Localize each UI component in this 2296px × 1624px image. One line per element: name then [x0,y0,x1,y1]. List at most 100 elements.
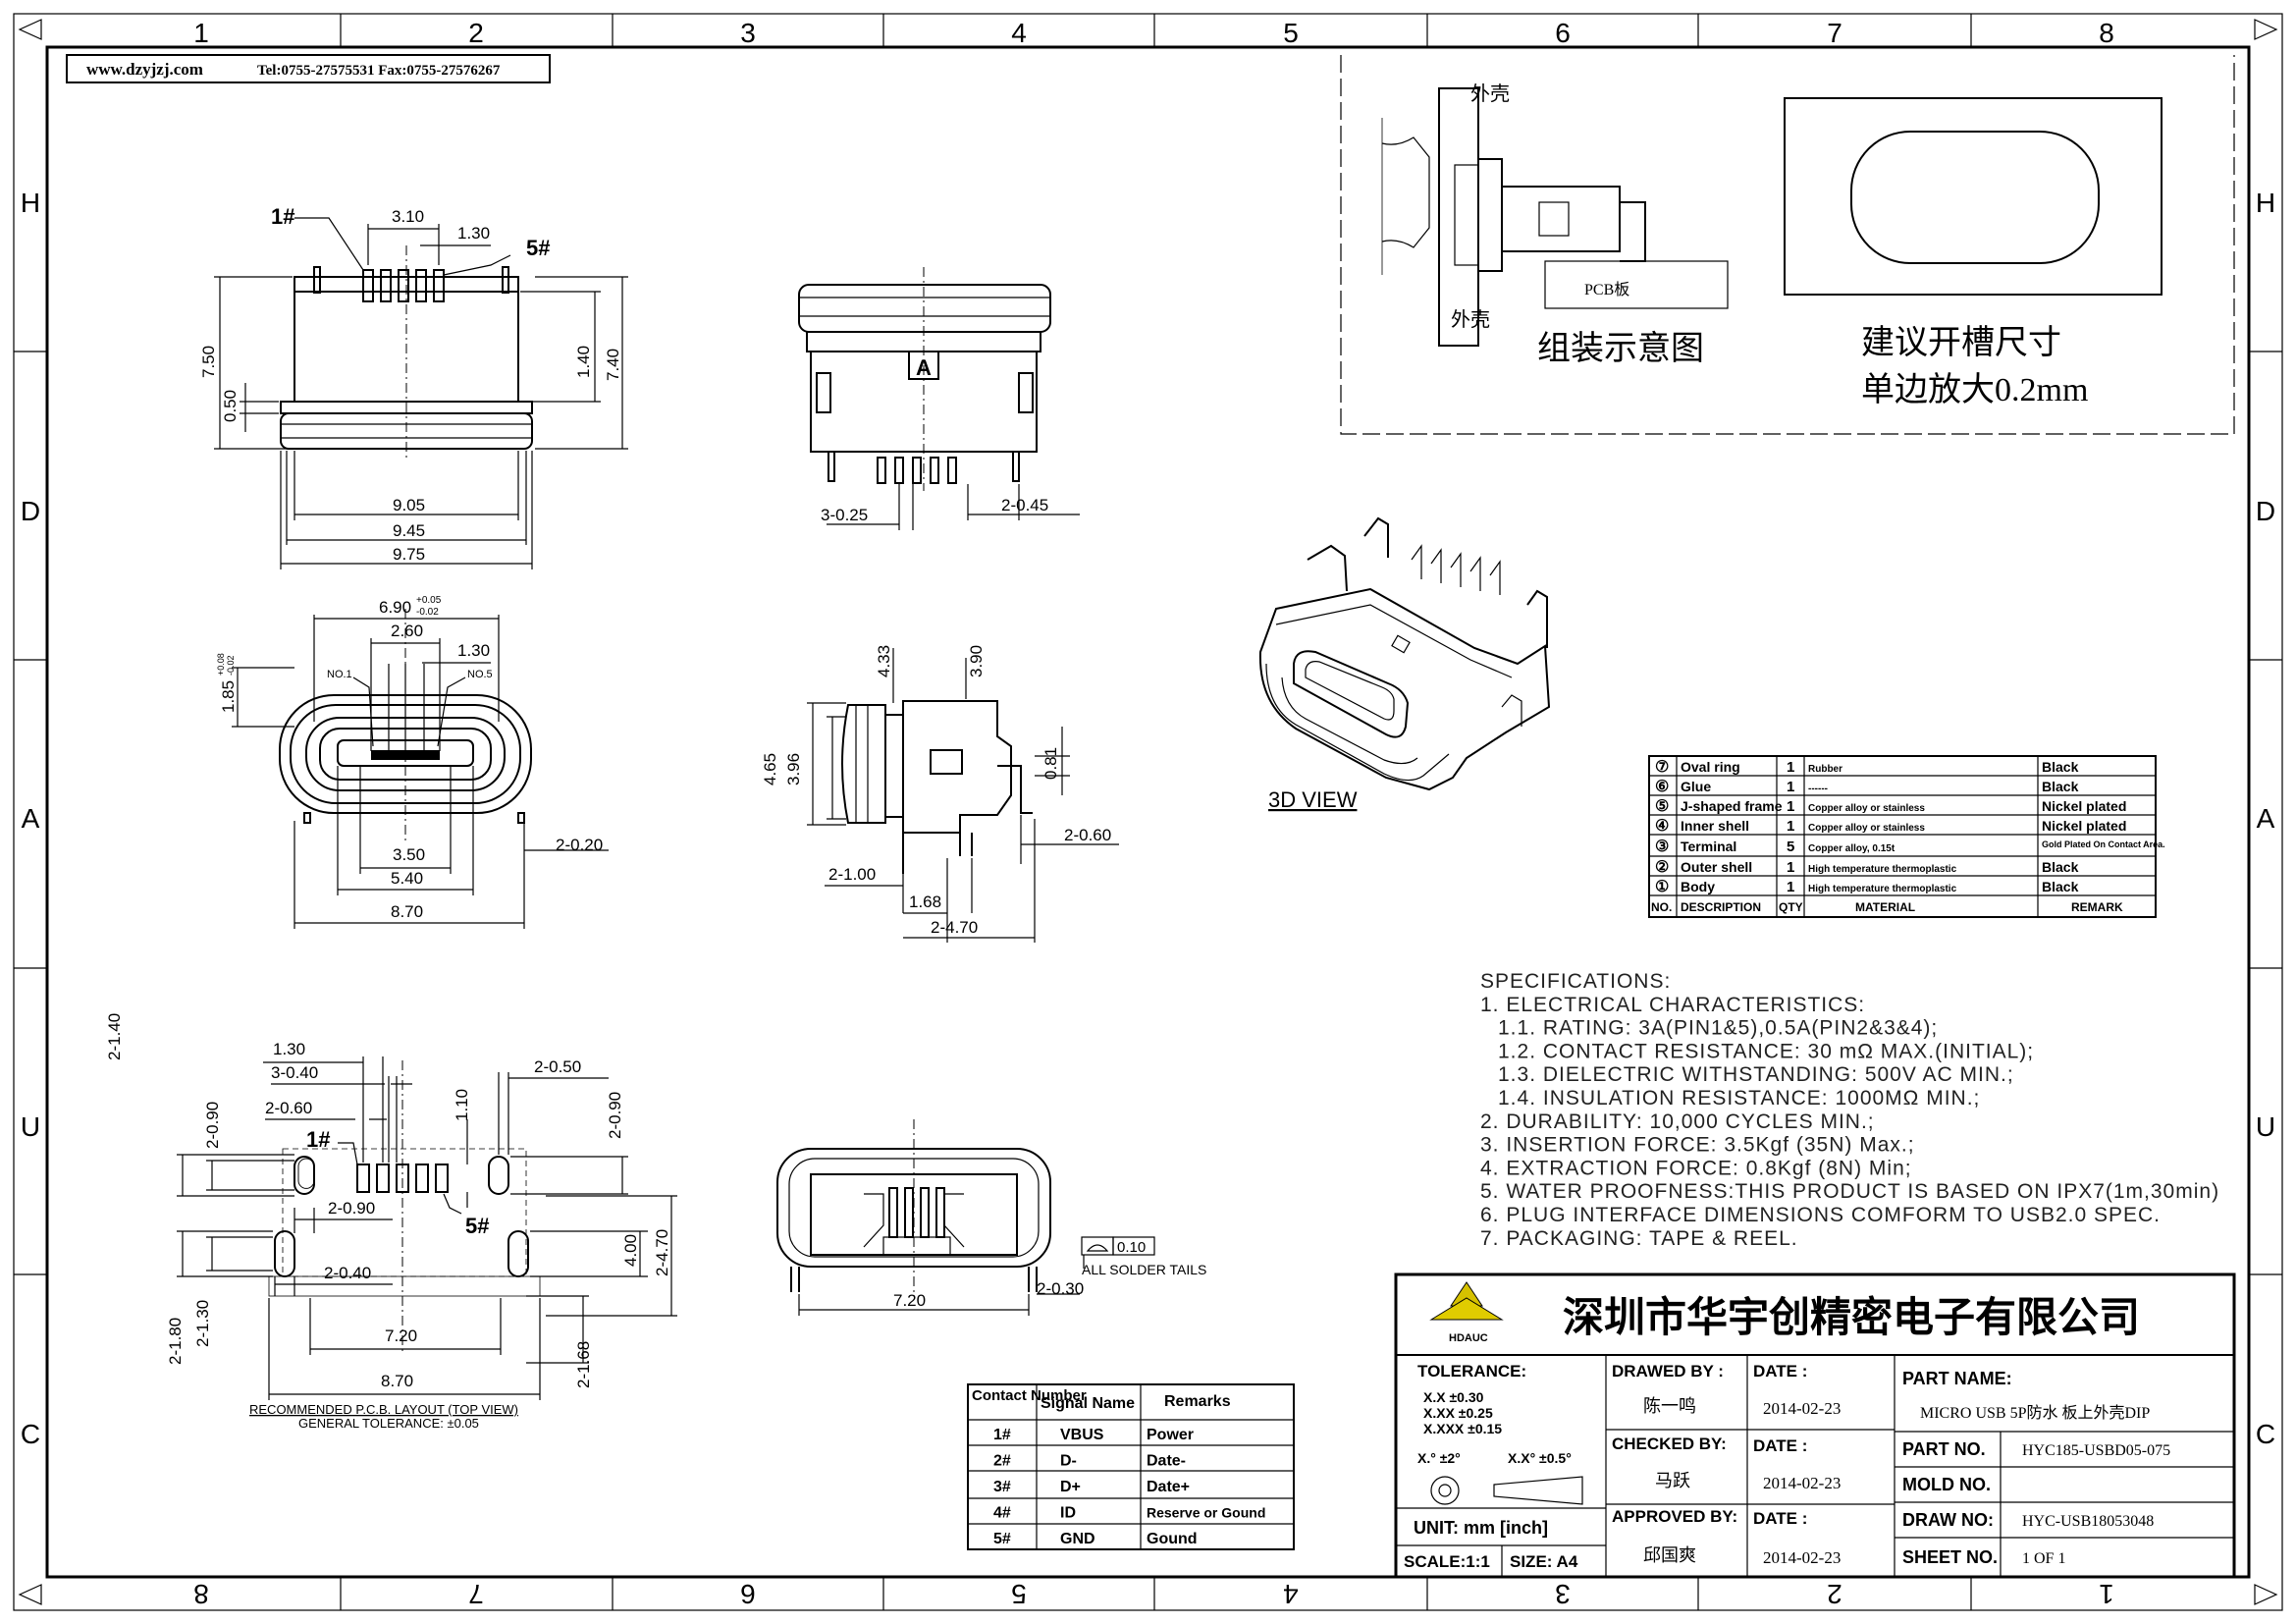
row-label: U [2256,1111,2275,1142]
dim-label: 1.40 [574,346,593,378]
dim-label: 4.33 [875,645,893,677]
date-label: DATE : [1753,1436,1807,1455]
col-label: 1 [193,18,209,48]
angle-tolerance: X.° ±2° [1417,1450,1461,1466]
spec-line: 4. EXTRACTION FORCE: 0.8Kgf (8N) Min; [1480,1157,1912,1179]
column-labels-bottom: 8 7 6 5 4 3 2 1 [193,1579,2114,1609]
pin-signal: VBUS [1060,1427,1104,1443]
slot-text-2: 单边放大0.2mm [1861,371,2088,408]
pin-signal: D+ [1060,1479,1081,1495]
dim-label: 1.68 [909,893,941,911]
dim-label: 9.05 [393,496,425,514]
mount-slot [274,1230,295,1277]
drawn-by-label: DRAWED BY : [1612,1362,1724,1380]
dim-label: 5.40 [391,869,423,888]
dim-label: 7.20 [893,1291,926,1310]
spec-line: 6. PLUG INTERFACE DIMENSIONS COMFORM TO … [1480,1204,2161,1226]
dim-label: 2-0.90 [328,1199,375,1218]
bom-qty: 1 [1787,759,1794,776]
date-value: 2014-02-23 [1763,1474,1841,1492]
part-no: HYC185-USBD05-075 [2022,1442,2170,1459]
col-label: 7 [1827,18,1842,48]
pin5-label: 5# [465,1214,489,1238]
bom-remark: Black [2042,759,2079,775]
spec-line: 1.2. CONTACT RESISTANCE: 30 mΩ MAX.(INIT… [1498,1040,2034,1062]
dim-label: 3-0.40 [271,1063,318,1082]
pad [356,1164,370,1193]
dim-label: 2-1.30 [193,1300,212,1347]
bom-table [1648,755,2157,918]
bom-description: J-shaped frame [1681,798,1783,814]
checked-by-label: CHECKED BY: [1612,1435,1727,1453]
pin1-label: 1# [306,1127,330,1152]
projection-cone-icon [1493,1476,1583,1505]
bom-material: High temperature thermoplastic [1808,884,1957,894]
3d-view: 3D VIEW [1258,516,1551,812]
row-label: C [2256,1419,2275,1449]
bom-remark: Nickel plated [2042,818,2126,834]
logo-text: HDAUC [1449,1332,1488,1344]
dim-label: 2-0.40 [324,1264,371,1282]
bom-description: Glue [1681,779,1711,794]
bom-qty: 1 [1787,859,1794,876]
col-label: 4 [1283,1579,1299,1609]
pin-table: Contact Number Signal Name Remarks [967,1383,1295,1550]
bom-no: ① [1655,879,1669,895]
bottom-view: 0.10 ALL SOLDER TAILS 7.20 2-0.30 [776,1119,1206,1316]
dim-label: 2-1.68 [574,1341,593,1388]
column-labels-top: 1 2 3 4 5 6 7 8 [193,18,2114,48]
spec-line: 5. WATER PROOFNESS:THIS PRODUCT IS BASED… [1480,1180,2219,1203]
row-label: D [21,496,40,526]
spec-line: 3. INSERTION FORCE: 3.5Kgf (35N) Max.; [1480,1134,1915,1157]
dim-label: 1.85 [219,680,238,713]
corner-arrow-icon [2254,1584,2278,1605]
pin-number: 5# [993,1531,1011,1547]
approved-by-label: APPROVED BY: [1612,1507,1737,1526]
dim-label: 1.30 [273,1040,305,1058]
bom-qty: 1 [1787,879,1794,895]
dim-label: 4.00 [621,1234,640,1267]
col-label: 6 [740,1579,756,1609]
pcb-layout: 2-1.40 2-0.90 1.30 3-0.40 2-0.60 1.10 2-… [105,1013,677,1431]
title-block: HDAUC 深圳市华宇创精密电子有限公司 TOLERANCE: X.X ±0.3… [1394,1272,2236,1579]
spec-line: 7. PACKAGING: TAPE & REEL. [1480,1227,1798,1250]
dim-label: 2-0.20 [556,836,603,854]
bom-material: ------ [1808,784,1828,794]
row-label: A [22,803,40,834]
col-label: 5 [1283,18,1299,48]
header-stamp: www.dzyjzj.com Tel:0755-27575531 Fax:075… [66,54,551,83]
spec-line: SPECIFICATIONS: [1480,970,1671,993]
assembly-title: 组装示意图 [1537,330,1704,367]
dim-label: 2-0.50 [534,1057,581,1076]
bom-remark: Black [2042,859,2079,875]
col-label: 6 [1555,18,1571,48]
flatness-icon [1086,1244,1109,1252]
bom-header: DESCRIPTION [1681,900,1761,914]
col-label: 2 [468,18,484,48]
bom-material: Copper alloy or stainless [1808,823,1925,834]
dim-label: 7.20 [385,1326,417,1345]
row-label: A [2257,803,2275,834]
part-name-label: PART NAME: [1902,1369,2012,1388]
col-label: 1 [2099,1579,2114,1609]
side-view: 4.33 3.90 4.65 3.96 0.81 2-0.60 2-1.00 1… [761,645,1119,943]
pcb-label: PCB板 [1584,281,1629,298]
approved-by: 邱国爽 [1643,1545,1696,1565]
tolerance-label: TOLERANCE: [1417,1362,1526,1380]
col-label: 5 [1011,1579,1027,1609]
bom-header: QTY [1779,900,1803,914]
pcb-caption: RECOMMENDED P.C.B. LAYOUT (TOP VIEW) [249,1402,518,1417]
size-label: SIZE: A4 [1510,1552,1578,1571]
bom-no: ③ [1655,839,1669,855]
dim-label: 2-1.80 [166,1318,185,1365]
front-view: A 3-0.25 2-0.45 [798,267,1080,530]
bom-qty: 1 [1787,798,1794,815]
pin-remark: Date+ [1147,1479,1190,1495]
pin-number: 1# [993,1427,1011,1443]
dim-label: 3.10 [392,207,424,226]
tolerance-row: X.X ±0.30 [1423,1389,1484,1405]
shell-label-bottom: 外壳 [1451,308,1490,331]
dim-label: 3.50 [393,845,425,864]
assembly-box: 外壳 外壳 PCB板 组装示意图 建议开槽尺寸 单边放大0.2mm [1340,55,2235,435]
